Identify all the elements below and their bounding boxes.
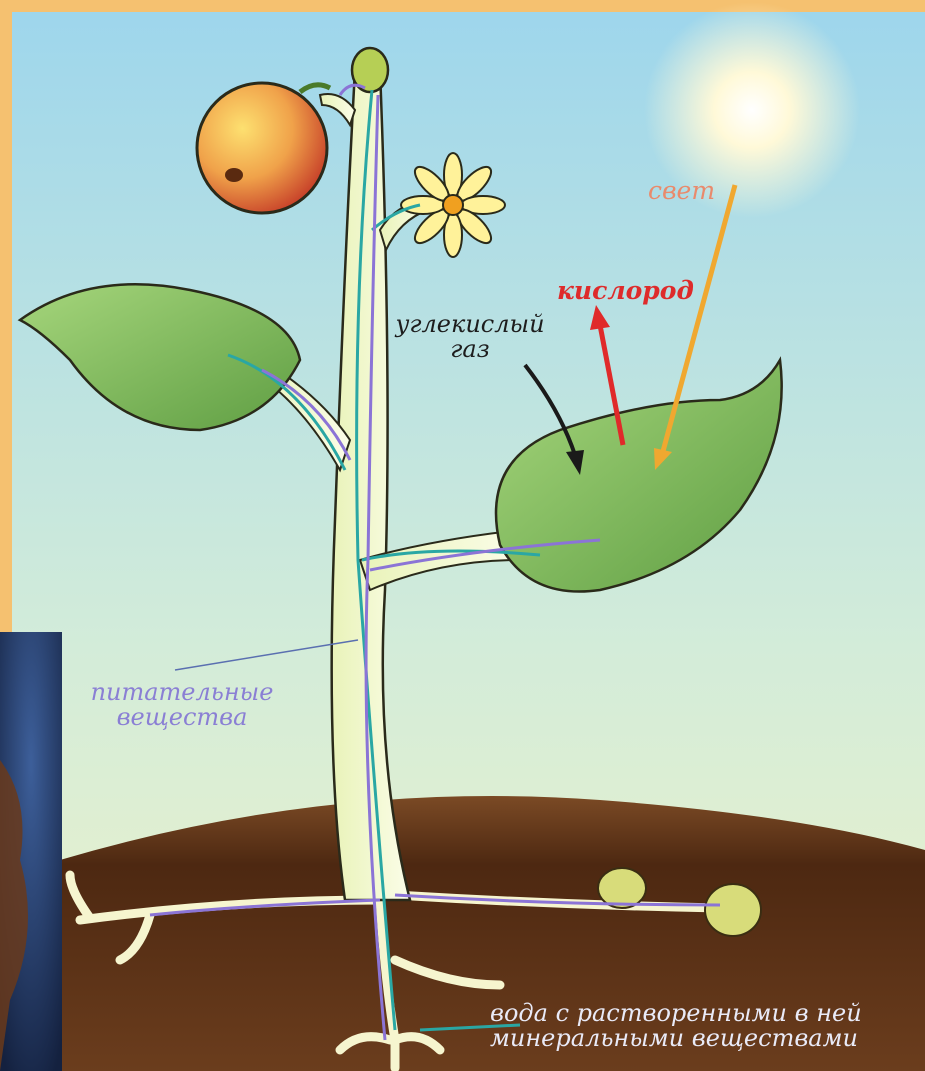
label-co2-line2: газ [372, 337, 568, 362]
label-co2-line1: углекислый [372, 312, 568, 337]
label-nutrients: питательные вещества [62, 680, 302, 730]
label-co2: углекислый газ [372, 312, 568, 362]
label-oxygen: кислород [557, 278, 694, 304]
label-water-line1: вода с растворенными в ней [490, 1001, 920, 1026]
apple-spot [225, 168, 243, 182]
root-tuber [598, 868, 646, 908]
label-light: свет [648, 178, 715, 204]
apple-icon [197, 83, 327, 213]
label-water: вода с растворенными в ней минеральными … [490, 1001, 920, 1051]
label-water-line2: минеральными веществами [490, 1026, 920, 1051]
label-nutrients-line2: вещества [62, 705, 302, 730]
root-tuber [705, 884, 761, 936]
label-nutrients-line1: питательные [62, 680, 302, 705]
